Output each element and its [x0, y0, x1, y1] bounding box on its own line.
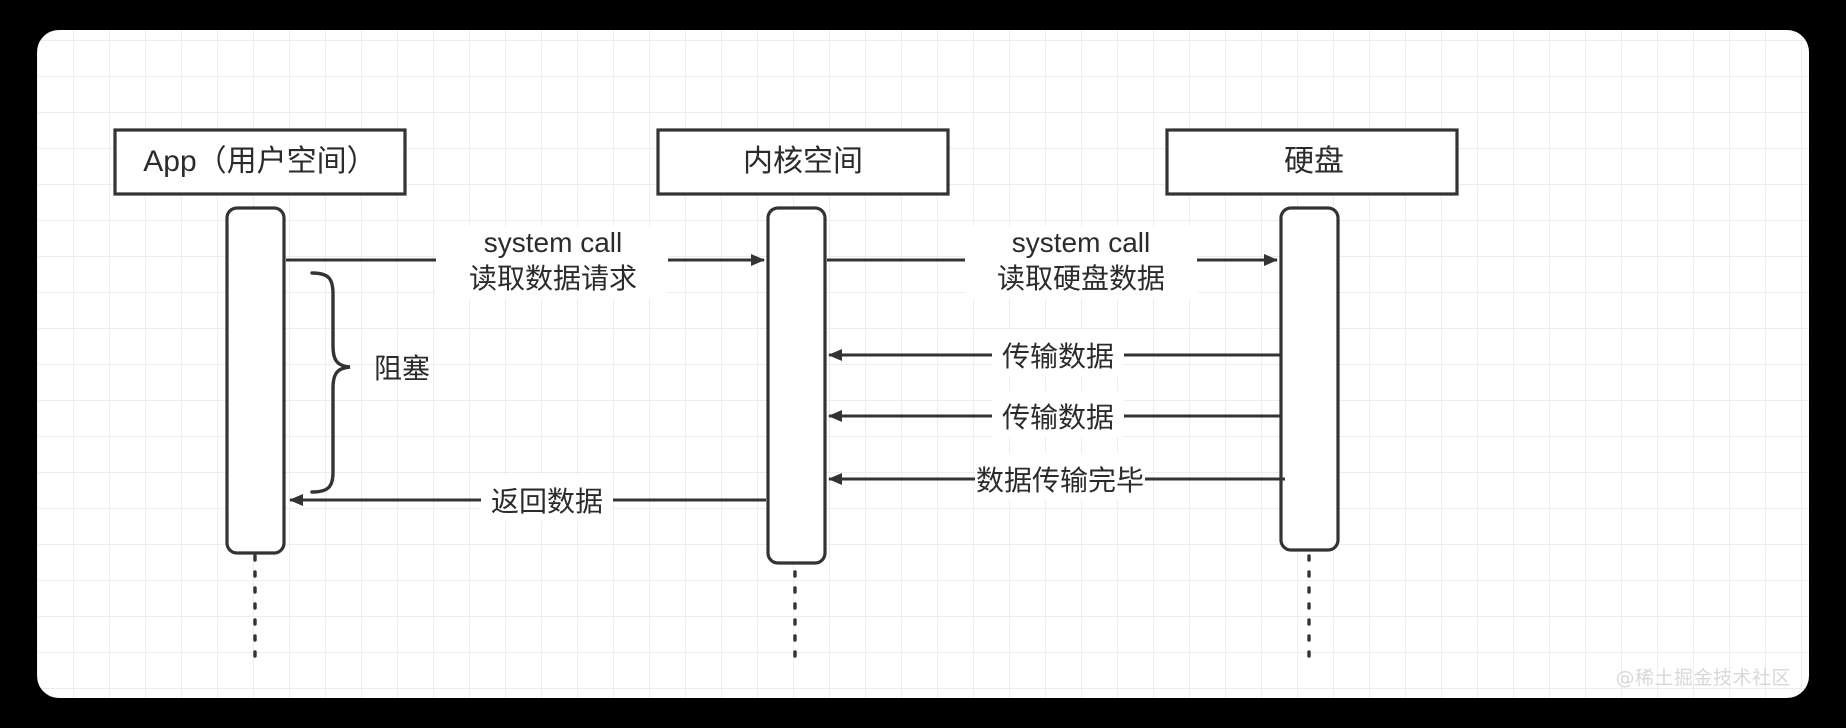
participant-label-app: App（用户空间） — [143, 145, 376, 178]
participant-box-app[interactable] — [113, 128, 407, 196]
message-label-bg-transfer-2 — [992, 391, 1124, 437]
message-label-read-disk-line2: 读取硬盘数据 — [997, 263, 1165, 294]
activation-bar-app[interactable] — [225, 206, 286, 555]
message-label-transfer-1: 传输数据 — [1002, 341, 1114, 372]
sequence-diagram-canvas: App（用户空间） 内核空间 硬盘 system call — [113, 128, 1459, 664]
message-label-read-request-line1: system call — [484, 227, 622, 258]
curly-brace-icon — [310, 271, 351, 494]
message-label-bg-read-disk — [965, 226, 1197, 298]
participant-box-kernel[interactable] — [656, 128, 950, 196]
participant-label-kernel: 内核空间 — [743, 145, 863, 178]
participant-label-disk: 硬盘 — [1284, 145, 1344, 178]
message-transfer-2[interactable]: 传输数据 — [828, 391, 1280, 437]
activation-bar-disk[interactable] — [1279, 206, 1340, 552]
participant-box-disk[interactable] — [1165, 128, 1459, 196]
message-label-transfer-done: 数据传输完毕 — [976, 465, 1144, 496]
activation-bar-kernel[interactable] — [766, 206, 827, 565]
message-return-data[interactable]: 返回数据 — [289, 475, 766, 521]
lifeline-kernel: 内核空间 — [656, 128, 950, 664]
message-transfer-done[interactable]: 数据传输完毕 — [828, 454, 1285, 500]
message-label-bg-transfer-1 — [992, 330, 1124, 376]
lifeline-app: App（用户空间） — [113, 128, 407, 664]
message-label-return-data: 返回数据 — [491, 486, 603, 517]
watermark: @稀土掘金技术社区 — [1615, 667, 1791, 689]
message-label-read-request-line2: 读取数据请求 — [469, 263, 637, 294]
message-read-disk[interactable]: system call 读取硬盘数据 — [827, 226, 1278, 298]
message-label-bg-read-request — [436, 226, 668, 298]
diagram-card: App（用户空间） 内核空间 硬盘 system call — [37, 30, 1809, 698]
message-read-request[interactable]: system call 读取数据请求 — [286, 226, 765, 298]
message-label-bg-transfer-done — [975, 454, 1145, 500]
message-label-bg-return-data — [481, 475, 613, 521]
lifeline-disk: 硬盘 — [1165, 128, 1459, 664]
annotation-blocking: 阻塞 — [310, 271, 430, 494]
annotation-label-blocking: 阻塞 — [374, 353, 430, 384]
message-label-transfer-2: 传输数据 — [1002, 402, 1114, 433]
message-transfer-1[interactable]: 传输数据 — [828, 330, 1280, 376]
message-label-read-disk-line1: system call — [1012, 227, 1150, 258]
